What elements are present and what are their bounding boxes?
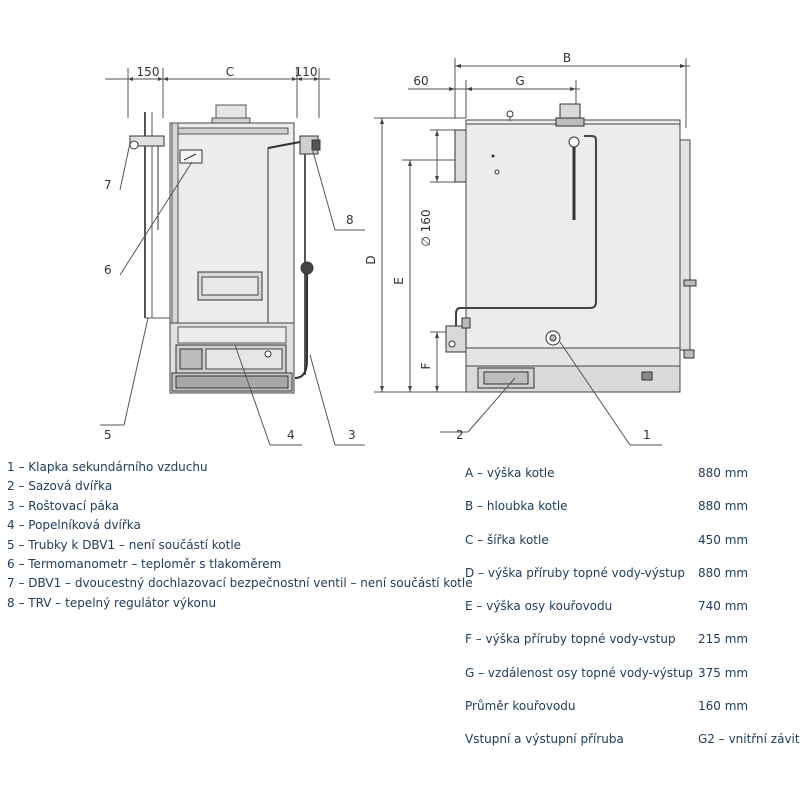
spec-row: G – vzdálenost osy topné vody-výstup 375… [465, 662, 800, 695]
dim-label-d: D [364, 255, 378, 264]
spec-label: E – výška osy kouřovodu [465, 599, 613, 614]
callout-4: 4 [287, 428, 295, 442]
spec-value: 215 mm [698, 632, 749, 647]
spec-row: C – šířka kotle 450 mm [465, 529, 800, 562]
dim-label-f: F [419, 362, 433, 369]
spec-row: B – hloubka kotle 880 mm [465, 495, 800, 528]
boiler-technical-drawing: 150 C 110 7 6 5 4 3 8 [100, 51, 697, 446]
callout-8: 8 [346, 213, 354, 227]
front-view [100, 68, 365, 446]
dim-label-150: 150 [137, 65, 160, 79]
callout-7: 7 [104, 178, 112, 192]
callout-leader-6 [119, 161, 193, 276]
spec-label: B – hloubka kotle [465, 499, 568, 514]
spec-row: F – výška příruby topné vody-vstup 215 m… [465, 628, 800, 661]
legend-item: 3 – Roštovací páka [7, 498, 119, 513]
callout-6: 6 [104, 263, 112, 277]
spec-label: F – výška příruby topné vody-vstup [465, 632, 676, 647]
spec-label: G – vzdálenost osy topné vody-výstup [465, 665, 694, 680]
dim-label-g: G [515, 74, 524, 88]
callout-leader-3 [309, 354, 336, 446]
side-flue-stub [454, 129, 468, 183]
front-grate-lever-knob [300, 261, 314, 275]
spec-label: A – výška kotle [465, 466, 555, 480]
callout-leader-5 [123, 317, 149, 426]
side-view [374, 58, 697, 446]
callout-leader-1 [559, 341, 631, 446]
dim-label-e: E [392, 277, 406, 285]
spec-row: Průměr kouřovodu 160 mm [465, 695, 800, 728]
spec-row: A – výška kotle 880 mm [465, 462, 800, 495]
spec-label: Průměr kouřovodu [465, 699, 576, 714]
spec-row: E – výška osy kouřovodu 740 mm [465, 595, 800, 628]
front-trv-lever [267, 141, 301, 149]
side-dbv-pipe [455, 135, 597, 330]
spec-label: Vstupní a výstupní příruba [465, 732, 624, 747]
parts-legend: 1 – Klapka sekundárního vzduchu 2 – Sazo… [7, 458, 473, 613]
spec-value: 740 mm [698, 599, 749, 614]
spec-value: 880 mm [698, 499, 749, 514]
dim-label-b: B [563, 51, 571, 65]
dim-label-60: 60 [413, 74, 428, 88]
dimensions-table: A – výška kotle 880 mm B – hloubka kotle… [465, 462, 800, 762]
legend-item: 2 – Sazová dvířka [7, 479, 113, 494]
spec-value: 160 mm [698, 699, 749, 714]
spec-value: 450 mm [698, 532, 749, 547]
legend-item: 8 – TRV – tepelný regulátor výkonu [7, 595, 217, 610]
callout-5: 5 [104, 428, 112, 442]
spec-value: G2 – vnitřní závit [698, 732, 800, 747]
spec-value: 880 mm [698, 466, 749, 480]
dim-label-110: 110 [295, 65, 318, 79]
side-inlet-valve [445, 325, 467, 353]
spec-row: D – výška příruby topné vody-výstup 880 … [465, 562, 800, 595]
callout-leader-4 [234, 344, 271, 446]
legend-item: 6 – Termomanometr – teploměr s tlakoměre… [7, 557, 282, 572]
spec-value: 880 mm [698, 565, 749, 580]
dim-label-dia160: ∅ 160 [419, 209, 433, 246]
legend-item: 5 – Trubky k DBV1 – není součástí kotle [7, 537, 242, 552]
legend-item: 1 – Klapka sekundárního vzduchu [7, 460, 208, 474]
callout-3: 3 [348, 428, 356, 442]
callout-leader-8 [311, 147, 336, 231]
front-dbv-valve [129, 135, 165, 147]
callout-leader-7 [119, 142, 131, 191]
dim-label-c: C [226, 65, 234, 79]
legend-item: 4 – Popelníková dvířka [7, 518, 141, 533]
legend-item: 7 – DBV1 – dvoucestný dochlazovací bezpe… [7, 576, 473, 591]
spec-label: C – šířka kotle [465, 532, 549, 547]
callout-1: 1 [643, 428, 651, 442]
spec-row: Vstupní a výstupní příruba G2 – vnitřní … [465, 728, 800, 761]
spec-value: 375 mm [698, 665, 749, 680]
spec-label: D – výška příruby topné vody-výstup [465, 565, 685, 580]
callout-2-side: 2 [456, 428, 464, 442]
callout-leader-2b [467, 377, 516, 433]
